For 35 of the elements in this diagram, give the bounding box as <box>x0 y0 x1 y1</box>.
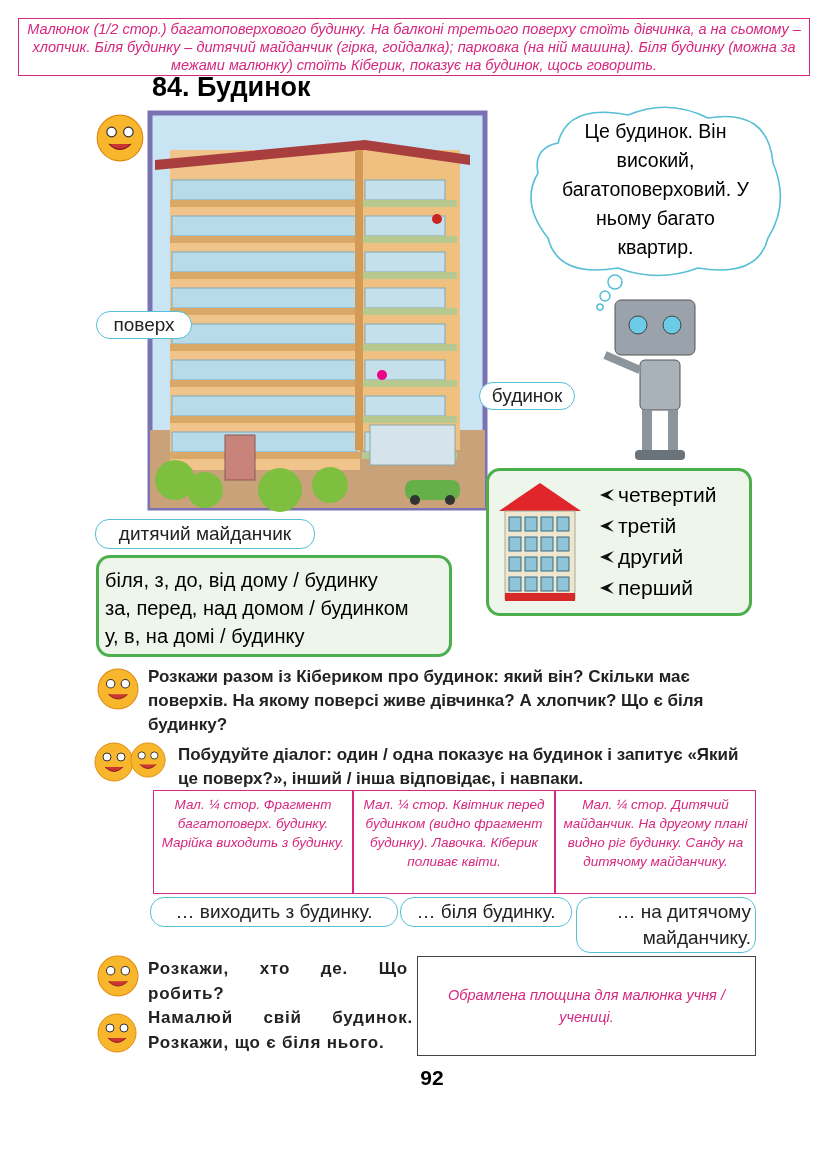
word-cloud <box>479 382 575 410</box>
phrase-cloud <box>576 897 756 953</box>
word-cloud <box>95 519 315 549</box>
phrase-text: … виходить з будинку. <box>175 900 373 924</box>
instruction-text: Розкажи разом із Кібериком про будинок: який він? Скільки має поверхів. На якому поверсі живе дівчинка? А хлопчик? Що є біля будинку? <box>148 666 705 736</box>
speech-text: Це будинок. Він високий, багатоповерховий. У ньому багато квартир. <box>561 118 750 260</box>
floors-panel <box>486 468 752 616</box>
instruction-text: Розкажи, хто де. Що робить? <box>148 958 408 1005</box>
word-label: поверх <box>113 313 175 337</box>
table-cell: Мал. ¼ стор. Квітник перед будинком (видно фрагмент будинку). Лавочка. Кіберик поливає квіти. <box>353 790 555 894</box>
prepositions-panel <box>96 555 452 657</box>
page-title: 84. Будинок <box>152 72 311 103</box>
word-cloud <box>96 311 192 339</box>
phrase-cloud <box>150 897 398 927</box>
floor-label: третій <box>618 514 677 538</box>
floor-label: четвертий <box>618 483 717 507</box>
word-label: будинок <box>491 384 563 408</box>
phrase-text: … на дитячому майданчику. <box>615 900 751 950</box>
preposition-line: у, в, на домі / будинку <box>105 624 306 649</box>
floor-label: другий <box>618 545 684 569</box>
page-number: 92 <box>419 1066 445 1090</box>
preposition-line: за, перед, над домом / будинком <box>105 596 410 621</box>
word-label: дитячий майданчик <box>118 522 292 546</box>
preposition-line: біля, з, до, від дому / будинку <box>105 568 379 593</box>
phrase-text: … біля будинку. <box>416 900 556 924</box>
floor-label: перший <box>618 576 694 600</box>
note-text: Малюнок (1/2 стор.) багатоповерхового будинку. На балконі третього поверху стоїть дівчинка, а на сьомому – хлопчик. Біля будинку – дитячий майданчик (гірка, гойдалка); парковка (на ній машина). Біля будинку (можна за межами малюнку) стоїть Кіберик, показує на будинок, щось говорить. <box>26 20 802 74</box>
frame-text: Обрамлена площина для малюнка учня / учениці. <box>447 986 727 1027</box>
instruction-text: Побудуйте діалог: один / одна показує на будинок і запитує «Який це поверх?», інший / інша відповідає, і навпаки. <box>178 744 740 790</box>
instruction-text: Намалюй свій будинок. Розкажи, що є біля нього. <box>148 1007 413 1054</box>
table-cell: Мал. ¼ стор. Дитячий майданчик. На другому плані видно ріг будинку. Санду на дитячому майданчику. <box>555 790 756 894</box>
drawing-frame <box>417 956 756 1056</box>
speech-bubble <box>528 103 783 275</box>
phrase-cloud <box>400 897 572 927</box>
table-cell: Мал. ¼ стор. Фрагмент багатоповерх. будинку. Марійка виходить з будинку. <box>153 790 353 894</box>
